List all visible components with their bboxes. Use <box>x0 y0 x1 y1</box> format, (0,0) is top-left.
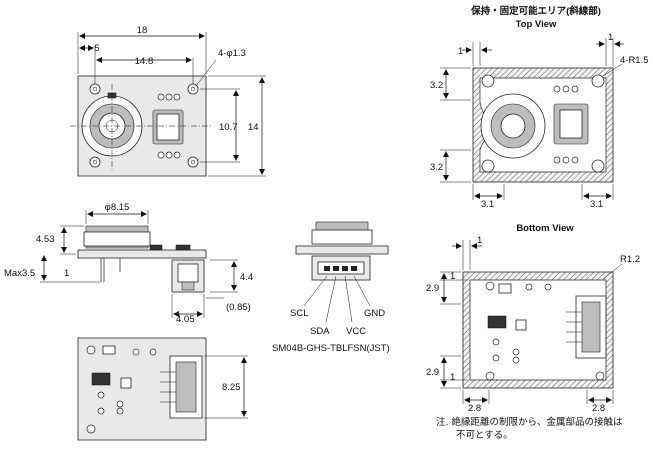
note-line-2: 不可とする。 <box>456 430 513 441</box>
pin-scl-label: SCL <box>290 308 308 319</box>
bottom-view: 8.25 <box>77 337 248 441</box>
dim-bottom-1-side: 1 <box>450 271 455 282</box>
hatched-top-view: 保持・固定可能エリア(斜線部) Top View <box>430 5 649 210</box>
dim-hole-pitch-v: 10.7 <box>219 122 238 133</box>
dim-top-radius: 4-R1.5 <box>620 55 649 66</box>
dim-top-1-left: 1 <box>458 46 463 57</box>
pin-sda-label: SDA <box>310 326 330 337</box>
dim-bottom-2-8-left: 2.8 <box>468 403 481 414</box>
dim-hole-spec: 4-φ1.3 <box>218 48 246 59</box>
top-view-subtitle: Top View <box>516 19 557 30</box>
dim-width: 18 <box>137 25 148 36</box>
top-view: 18 5 14.8 4-φ1.3 10.7 14 <box>70 25 266 177</box>
dim-connector-len: 8.25 <box>222 382 241 393</box>
pin-vcc-label: VCC <box>346 326 366 337</box>
dim-top-3-2-upper: 3.2 <box>430 80 443 91</box>
note-line-1: 注. 絶縁距離の制限から、金属部品の接触は <box>436 416 623 428</box>
dim-connector-offset: (0.85) <box>226 302 251 313</box>
pin-gnd-label: GND <box>364 308 385 319</box>
dim-lens-dia: φ8.15 <box>105 202 130 213</box>
dim-top-3-2-lower: 3.2 <box>430 162 443 173</box>
note-block: 注. 絶縁距離の制限から、金属部品の接触は 不可とする。 <box>436 416 623 441</box>
dim-top-3-1-right: 3.1 <box>590 199 603 210</box>
dim-connector-h: 4.4 <box>240 272 253 283</box>
dim-connector-w: 4.05 <box>176 314 195 325</box>
dim-lens-height: 4.53 <box>36 234 55 245</box>
dim-bottom-1-low: 1 <box>450 372 455 383</box>
dim-bottom-2-9-lower: 2.9 <box>426 367 439 378</box>
dim-hole-pitch: 14.8 <box>135 56 154 67</box>
connector-detail: SCL GND SDA VCC SM04B-GHS-TBLFSN(JST) <box>272 221 390 354</box>
dim-pcb: 1 <box>64 268 69 279</box>
dim-height: 14 <box>248 122 259 133</box>
dim-left-hole: 5 <box>94 43 99 54</box>
hatched-area-title: 保持・固定可能エリア(斜線部) <box>470 5 601 17</box>
bottom-view-subtitle: Bottom View <box>516 223 574 234</box>
dim-top-3-1-left: 3.1 <box>481 199 494 210</box>
dim-max: Max3.5 <box>4 268 35 279</box>
bottom-view-chip <box>91 372 111 386</box>
hatched-bottom-view: Bottom View 1 <box>426 223 640 414</box>
dim-bottom-radius: R1.2 <box>620 254 640 265</box>
connector-part-number: SM04B-GHS-TBLFSN(JST) <box>272 343 390 354</box>
side-view: φ8.15 4.53 1 Max3.5 4.4 (0.85) 4.05 <box>4 202 253 325</box>
dim-top-1-right: 1 <box>608 32 613 43</box>
dim-bottom-1-top: 1 <box>477 235 482 246</box>
dim-bottom-2-8-right: 2.8 <box>592 403 605 414</box>
dim-bottom-2-9-upper: 2.9 <box>426 283 439 294</box>
side-view-pcb <box>77 249 207 259</box>
